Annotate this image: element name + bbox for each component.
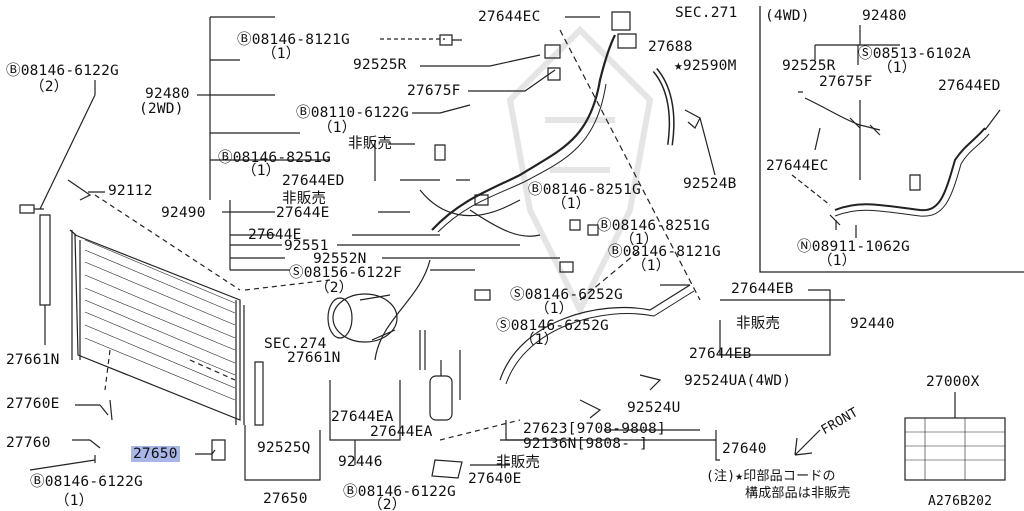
label-27688: 27688 — [648, 39, 693, 55]
inset-label-s08513: Ⓢ08513-6102A — [858, 46, 971, 62]
label-sec274: SEC.274 — [264, 336, 327, 352]
inset-label-27644ed: 27644ED — [938, 78, 1001, 94]
label-s08156-6122f: Ⓢ08156-6122F — [289, 265, 402, 281]
label-sec271: SEC.271 — [675, 5, 738, 21]
label-b08110-6122g: Ⓑ08110-6122G — [296, 105, 409, 121]
label-hihanbai: 非販売 — [282, 191, 327, 207]
label-qty: （1） — [318, 120, 357, 136]
label-27644ed: 27644ED — [282, 173, 345, 189]
label-hihanbai: 非販売 — [736, 316, 781, 332]
label-qty: （2） — [30, 79, 69, 95]
label-hihanbai: 非販売 — [348, 136, 393, 152]
label-92112: 92112 — [108, 183, 153, 199]
label-qty: （2） — [368, 497, 407, 511]
label-92524b: 92524B — [683, 176, 737, 192]
label-qty: （1） — [520, 332, 559, 348]
label-27644ec: 27644EC — [478, 9, 541, 25]
inset-label-n08911: Ⓝ08911-1062G — [797, 239, 910, 255]
label-b08146-8121g-b: Ⓑ08146-8121G — [608, 244, 721, 260]
label-92524u: 92524U — [627, 400, 681, 416]
inset-label-92480: 92480 — [862, 8, 907, 24]
label-qty: （1） — [632, 258, 671, 274]
label-27644e-b: 27644E — [248, 227, 302, 243]
label-2wd: (2WD) — [139, 101, 184, 117]
label-92525q: 92525Q — [257, 440, 311, 456]
label-92525r: 92525R — [353, 57, 407, 73]
label-27760e: 27760E — [6, 396, 60, 412]
label-qty: （1） — [552, 196, 591, 212]
diagram-code: A276B202 — [928, 494, 993, 509]
label-qty: （1） — [535, 301, 574, 317]
label-hihanbai: 非販売 — [496, 455, 541, 471]
label-27644ea-b: 27644EA — [370, 424, 433, 440]
label-27644ea-a: 27644EA — [331, 409, 394, 425]
inset-label-qty: （1） — [878, 60, 917, 76]
label-92551: 92551 — [284, 238, 329, 254]
label-92440: 92440 — [850, 316, 895, 332]
inset-label-qty: （1） — [818, 253, 857, 269]
inset-label-27644ec: 27644EC — [766, 158, 829, 174]
label-qty: （1） — [55, 493, 94, 509]
note-line-1: (注)★印部品コードの — [706, 469, 836, 484]
label-s08146-6252g-b: Ⓢ08146-6252G — [496, 318, 609, 334]
label-27623: 27623[9708-9808] — [523, 421, 666, 437]
label-27640e: 27640E — [468, 471, 522, 487]
label-92590m: ★92590M — [674, 58, 737, 74]
label-27661n-left: 27661N — [6, 352, 60, 368]
inset-label-4wd: (4WD) — [765, 8, 810, 24]
label-27661n-mid: 27661N — [287, 350, 341, 366]
label-qty: （1） — [262, 46, 301, 62]
label-qty: （2） — [315, 280, 354, 296]
inset-label-27675f: 27675F — [819, 74, 873, 90]
label-27760: 27760 — [6, 435, 51, 451]
label-b08146-6122g-mid: Ⓑ08146-6122G — [343, 484, 456, 500]
label-27650: 27650 — [263, 491, 308, 507]
label-27650-highlighted[interactable]: 27650 — [131, 446, 180, 462]
label-b08146-8121g-a: Ⓑ08146-8121G — [237, 32, 350, 48]
label-b08146-6122g-bot: Ⓑ08146-6122G — [30, 474, 143, 490]
inset-label-92525r: 92525R — [782, 58, 836, 74]
label-92490: 92490 — [161, 205, 206, 221]
label-27644eb-b: 27644EB — [689, 346, 752, 362]
label-b08146-8251g-a: Ⓑ08146-8251G — [218, 150, 331, 166]
label-b08146-8251g-b: Ⓑ08146-8251G — [528, 182, 641, 198]
label-27675f: 27675F — [407, 83, 461, 99]
label-27000x: 27000X — [926, 374, 980, 390]
label-qty: （1） — [242, 163, 281, 179]
label-27644e-a: 27644E — [276, 205, 330, 221]
label-92524ua: 92524UA(4WD) — [684, 373, 792, 389]
note-line-2: 構成部品は非販売 — [745, 486, 851, 501]
label-s08146-6252g-a: Ⓢ08146-6252G — [510, 287, 623, 303]
label-27644eb-a: 27644EB — [731, 281, 794, 297]
label-qty: （1） — [620, 232, 659, 248]
label-27640: 27640 — [722, 441, 767, 457]
label-b08146-8251g-c: Ⓑ08146-8251G — [597, 218, 710, 234]
label-92446: 92446 — [338, 454, 383, 470]
label-92480: 92480 — [145, 86, 190, 102]
label-92552n: 92552N — [313, 251, 367, 267]
label-92136n: 92136N[9808- ] — [523, 436, 649, 452]
watermark-emblem — [506, 25, 654, 317]
label-b08146-6122g-top: Ⓑ08146-6122G — [6, 63, 119, 79]
